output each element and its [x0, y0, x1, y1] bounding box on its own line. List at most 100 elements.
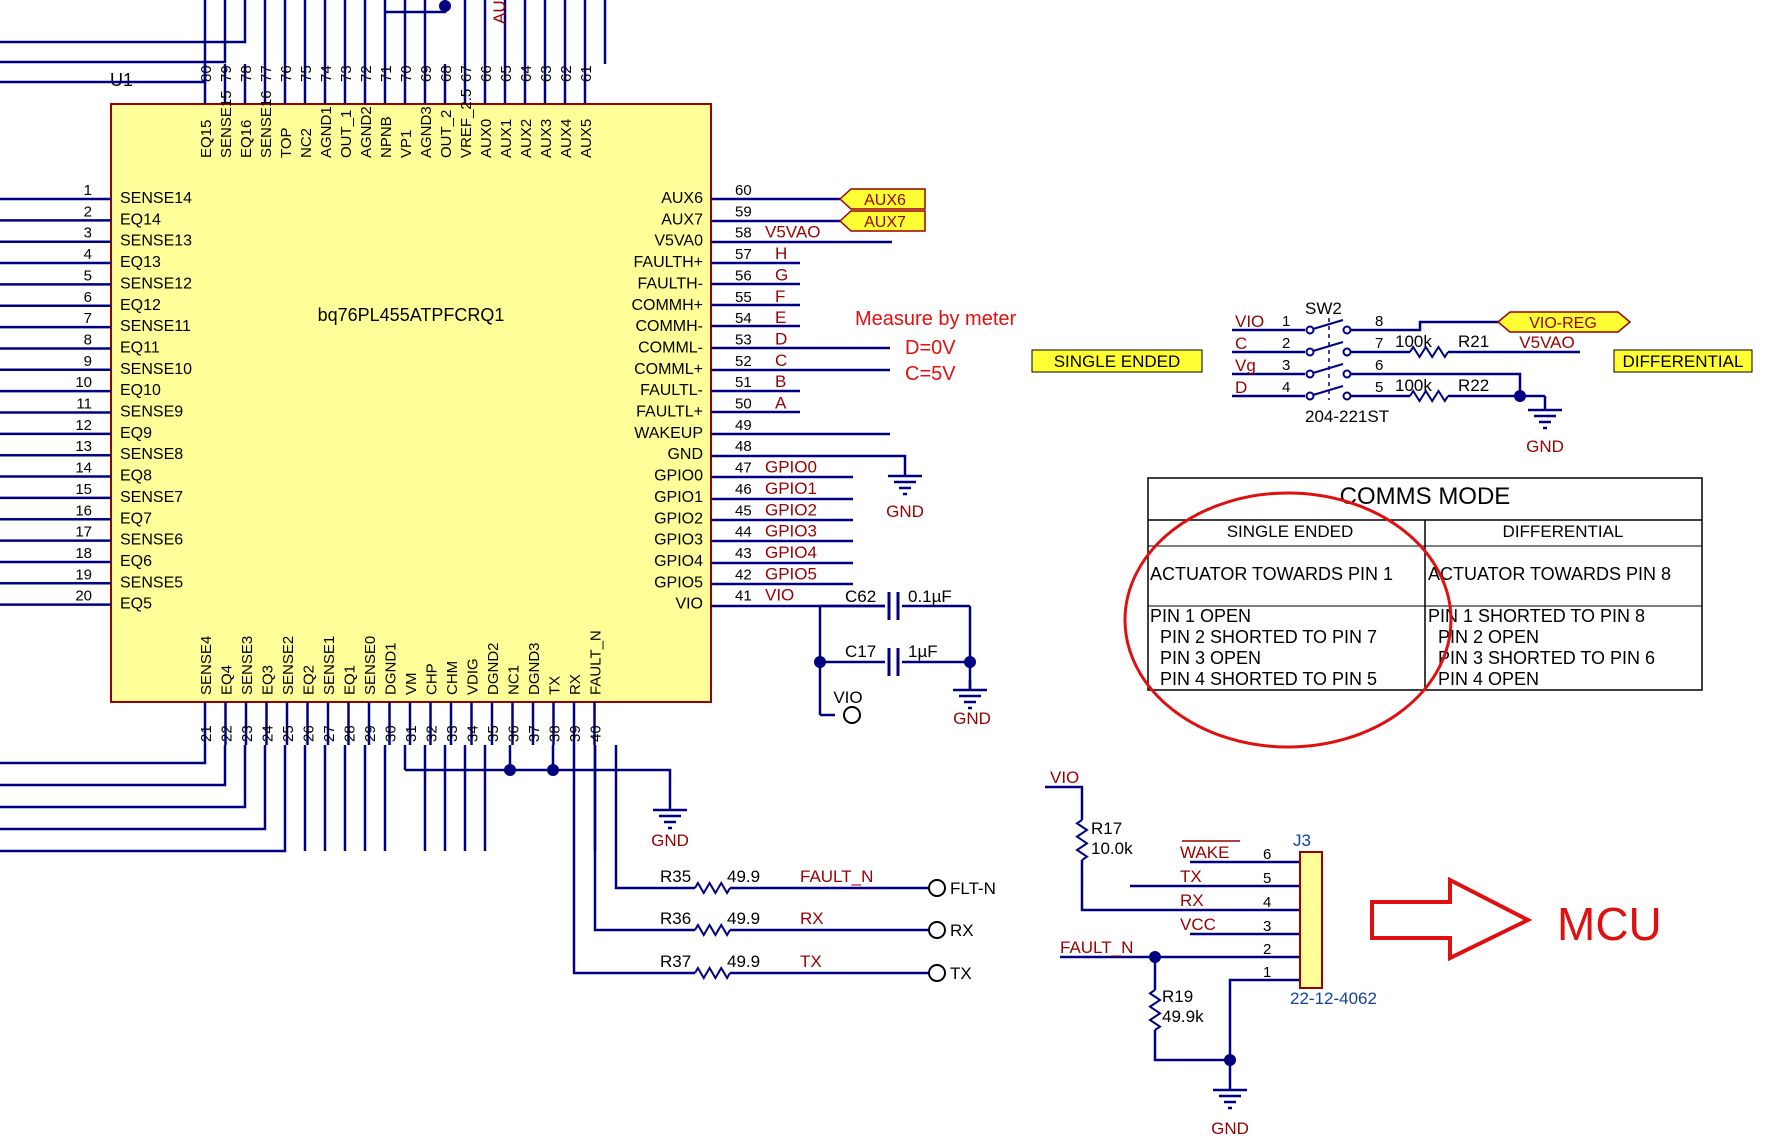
chip-pin-number: 57 — [735, 246, 752, 263]
connector-net-label: RX — [1180, 891, 1204, 910]
chip-pin-name: SENSE4 — [198, 636, 215, 695]
aux6-tag-label: AUX6 — [864, 192, 906, 209]
chip-pin-name: SENSE1 — [321, 636, 338, 695]
uart-resistor-ref: R35 — [660, 867, 691, 886]
chip-pin-number: 51 — [735, 374, 752, 391]
chip-pin-number: 59 — [735, 203, 752, 220]
chip-pin-number: 79 — [218, 65, 235, 82]
sw2-part: 204-221ST — [1305, 407, 1389, 426]
switch-net-label: C — [1235, 334, 1247, 353]
chip-pin-name: GPIO4 — [654, 553, 703, 570]
aux-wires — [711, 197, 892, 244]
switch-contact — [1305, 369, 1315, 379]
junction-dot — [964, 656, 976, 668]
chip-pin-number: 37 — [526, 725, 543, 742]
actuator-single: ACTUATOR TOWARDS PIN 1 — [1150, 564, 1393, 584]
switch-lever — [1312, 385, 1344, 396]
chip-pin-name: EQ5 — [120, 596, 152, 613]
chip-pin-name: FAULTL- — [640, 382, 703, 399]
chip-pin-number: 70 — [398, 65, 415, 82]
chip-pin-name: COMML+ — [634, 361, 703, 378]
connector-pin-number: 4 — [1263, 894, 1271, 911]
chip-pin-number: 76 — [278, 65, 295, 82]
uart-resistor-value: 49.9 — [727, 909, 760, 928]
chip-pin-number: 66 — [478, 65, 495, 82]
switch-contact — [1342, 391, 1352, 401]
chip-pin-number: 38 — [547, 725, 564, 742]
v5vao-label: V5VAO — [1519, 333, 1574, 352]
vio-port-label: VIO — [833, 688, 862, 707]
connector-net-label: TX — [1180, 867, 1202, 886]
connector-pin-number: 5 — [1263, 870, 1271, 887]
chip-pin-name: SENSE10 — [120, 361, 192, 378]
chip-pin-name: NC1 — [506, 665, 523, 695]
switch-pin-number: 4 — [1282, 379, 1290, 396]
chip-pin-number: 80 — [198, 65, 215, 82]
comms-col-single: SINGLE ENDED — [1227, 522, 1354, 541]
chip-pin-number: 32 — [424, 725, 441, 742]
chip-pin-name: EQ3 — [260, 665, 277, 695]
switch-pin-number: 5 — [1375, 379, 1383, 396]
chip-pin-number: 68 — [438, 65, 455, 82]
chip-pin-name: SENSE15 — [218, 90, 235, 158]
uart-port-label: TX — [950, 964, 972, 983]
chip-pin-number: 60 — [735, 182, 752, 199]
resistor-zigzag — [1148, 989, 1162, 1031]
top-net-fragment: AUX — [490, 0, 509, 24]
measure-annotation: Measure by meter — [855, 308, 1017, 330]
chip-pin-name: TX — [547, 676, 564, 695]
chip-pin-number: 46 — [735, 481, 752, 498]
chip-pin-number: 55 — [735, 289, 752, 306]
chip-pin-name: SENSE5 — [120, 574, 183, 591]
resistor-zigzag — [694, 966, 731, 980]
chip-pin-number: 49 — [735, 417, 752, 434]
chip-pin-number: 8 — [84, 331, 92, 348]
c17-ref: C17 — [845, 642, 876, 661]
chip-pin-number: 77 — [258, 65, 275, 82]
aux7-tag: AUX7 — [838, 210, 926, 232]
chip-pin-name: GND — [667, 446, 703, 463]
chip-ref: U1 — [110, 70, 133, 90]
chip-pin-number: 21 — [198, 725, 215, 742]
chip-pin-name: GPIO0 — [654, 468, 703, 485]
r21-value: 100k — [1395, 332, 1432, 351]
chip-pin-name: SENSE11 — [120, 318, 191, 335]
chip-pin-number: 62 — [558, 65, 575, 82]
uart-net-label: FAULT_N — [800, 867, 873, 886]
chip-pin-number: 61 — [578, 65, 595, 82]
chip-pin-name: EQ10 — [120, 382, 161, 399]
chip-net-label: H — [775, 244, 787, 263]
uart-port — [928, 921, 946, 939]
connector-net-label: WAKE — [1180, 843, 1229, 862]
chip-pin-number: 42 — [735, 566, 752, 583]
vio-reg-tag: VIO-REG — [1496, 311, 1632, 333]
chip-pin-name: CHM — [444, 661, 461, 695]
chip-pin-name: RX — [567, 674, 584, 695]
switch-net-label: D — [1235, 378, 1247, 397]
resistor-zigzag — [1075, 819, 1089, 861]
switch-right-wire — [1370, 320, 1498, 332]
resistor-zigzag — [1409, 389, 1449, 403]
chip-pin-name: EQ16 — [238, 120, 255, 158]
chip-pin-number: 2 — [84, 203, 92, 220]
chip-pin-name: DGND3 — [526, 642, 543, 695]
capacitor-c17 — [887, 648, 900, 676]
single-row-3: PIN 3 OPEN — [1160, 648, 1261, 668]
chip-pin-number: 69 — [418, 65, 435, 82]
chip-pin-name: VM — [403, 673, 420, 696]
chip-pin-name: AUX4 — [558, 119, 575, 158]
uart-net-label: RX — [800, 909, 824, 928]
chip-pin-number: 26 — [301, 725, 318, 742]
chip-pin-number: 48 — [735, 438, 752, 455]
chip-pin-number: 13 — [75, 438, 92, 455]
single-ended-tag: SINGLE ENDED — [1031, 349, 1203, 373]
chip-pin-number: 14 — [75, 460, 92, 477]
gnd-symbol — [953, 680, 987, 710]
top-left-bus — [0, 0, 607, 84]
sw2-ref: SW2 — [1305, 299, 1342, 318]
gnd-symbol — [1213, 1080, 1247, 1110]
switch-lever — [1312, 319, 1344, 330]
vio-reg-label: VIO-REG — [1529, 315, 1597, 332]
